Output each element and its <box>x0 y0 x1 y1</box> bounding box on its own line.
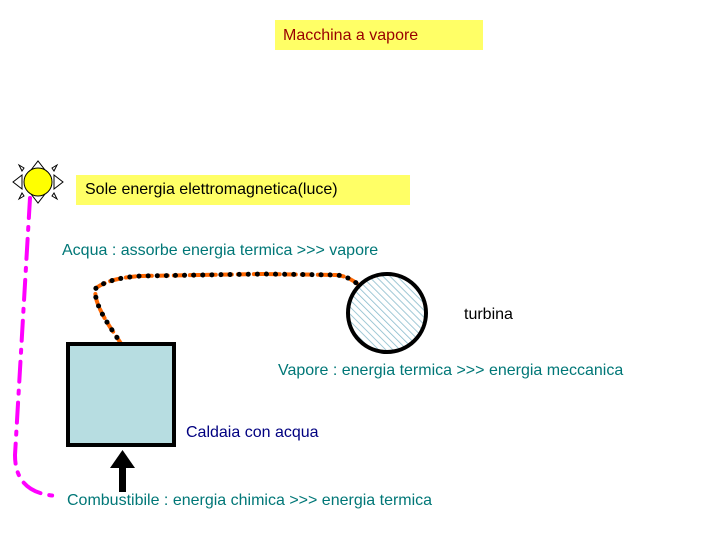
turbine-label: turbina <box>464 306 513 323</box>
sun-energy-label: Sole energia elettromagnetica(luce) <box>76 175 410 205</box>
arrow-up-icon <box>110 450 135 492</box>
sun-icon <box>12 160 64 204</box>
steam-pipe-dots <box>92 271 365 348</box>
turbine-icon <box>346 272 428 354</box>
steam-label: Vapore : energia termica >>> energia mec… <box>278 362 624 379</box>
boiler-label: Caldaia con acqua <box>186 424 319 441</box>
page-title: Macchina a vapore <box>275 20 483 50</box>
fuel-label: Combustibile : energia chimica >>> energ… <box>67 492 433 509</box>
water-label: Acqua : assorbe energia termica >>> vapo… <box>62 242 379 259</box>
light-energy-path <box>12 196 62 498</box>
steam-pipe-path <box>93 271 364 347</box>
boiler-icon <box>66 342 176 447</box>
